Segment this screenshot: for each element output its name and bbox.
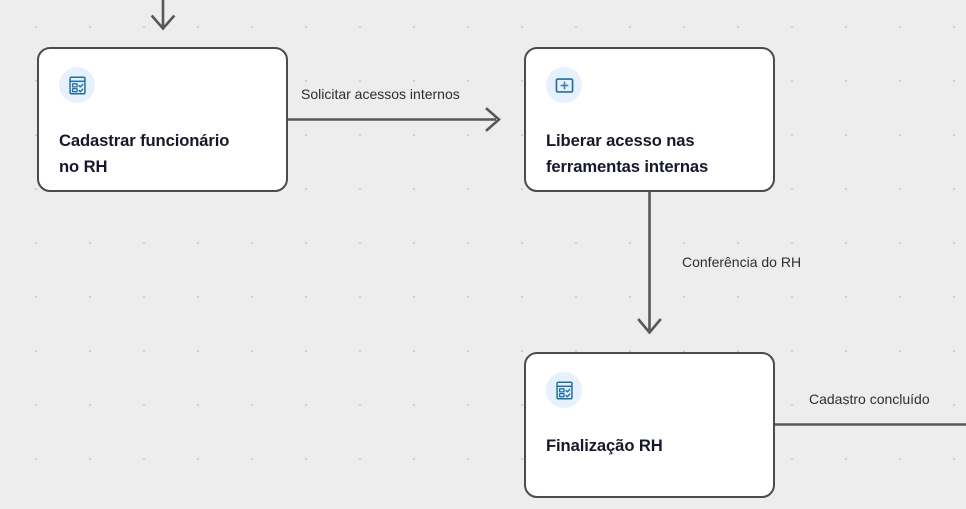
edge-label-conferencia-do-rh: Conferência do RH bbox=[682, 254, 802, 270]
plus-square-icon bbox=[546, 67, 582, 103]
node-finalizacao-rh[interactable]: Finalização RH bbox=[524, 352, 775, 498]
edge-cadastrar-to-liberar bbox=[288, 107, 501, 132]
edge-label-cadastro-concluido: Cadastro concluído bbox=[809, 391, 930, 407]
checklist-form-icon bbox=[546, 372, 582, 408]
checklist-form-icon bbox=[59, 67, 95, 103]
edge-incoming-top bbox=[150, 0, 176, 31]
node-cadastrar-funcionario-no-rh[interactable]: Cadastrar funcionário no RH bbox=[37, 47, 288, 192]
edge-label-solicitar-acessos-internos: Solicitar acessos internos bbox=[301, 86, 460, 102]
node-title: Cadastrar funcionário no RH bbox=[59, 131, 230, 176]
node-title: Liberar acesso nas ferramentas internas bbox=[546, 131, 709, 176]
node-title: Finalização RH bbox=[546, 436, 663, 455]
node-liberar-acesso-nas-ferramentas-internas[interactable]: Liberar acesso nas ferramentas internas bbox=[524, 47, 775, 192]
edge-liberar-to-finalizacao bbox=[637, 192, 662, 335]
